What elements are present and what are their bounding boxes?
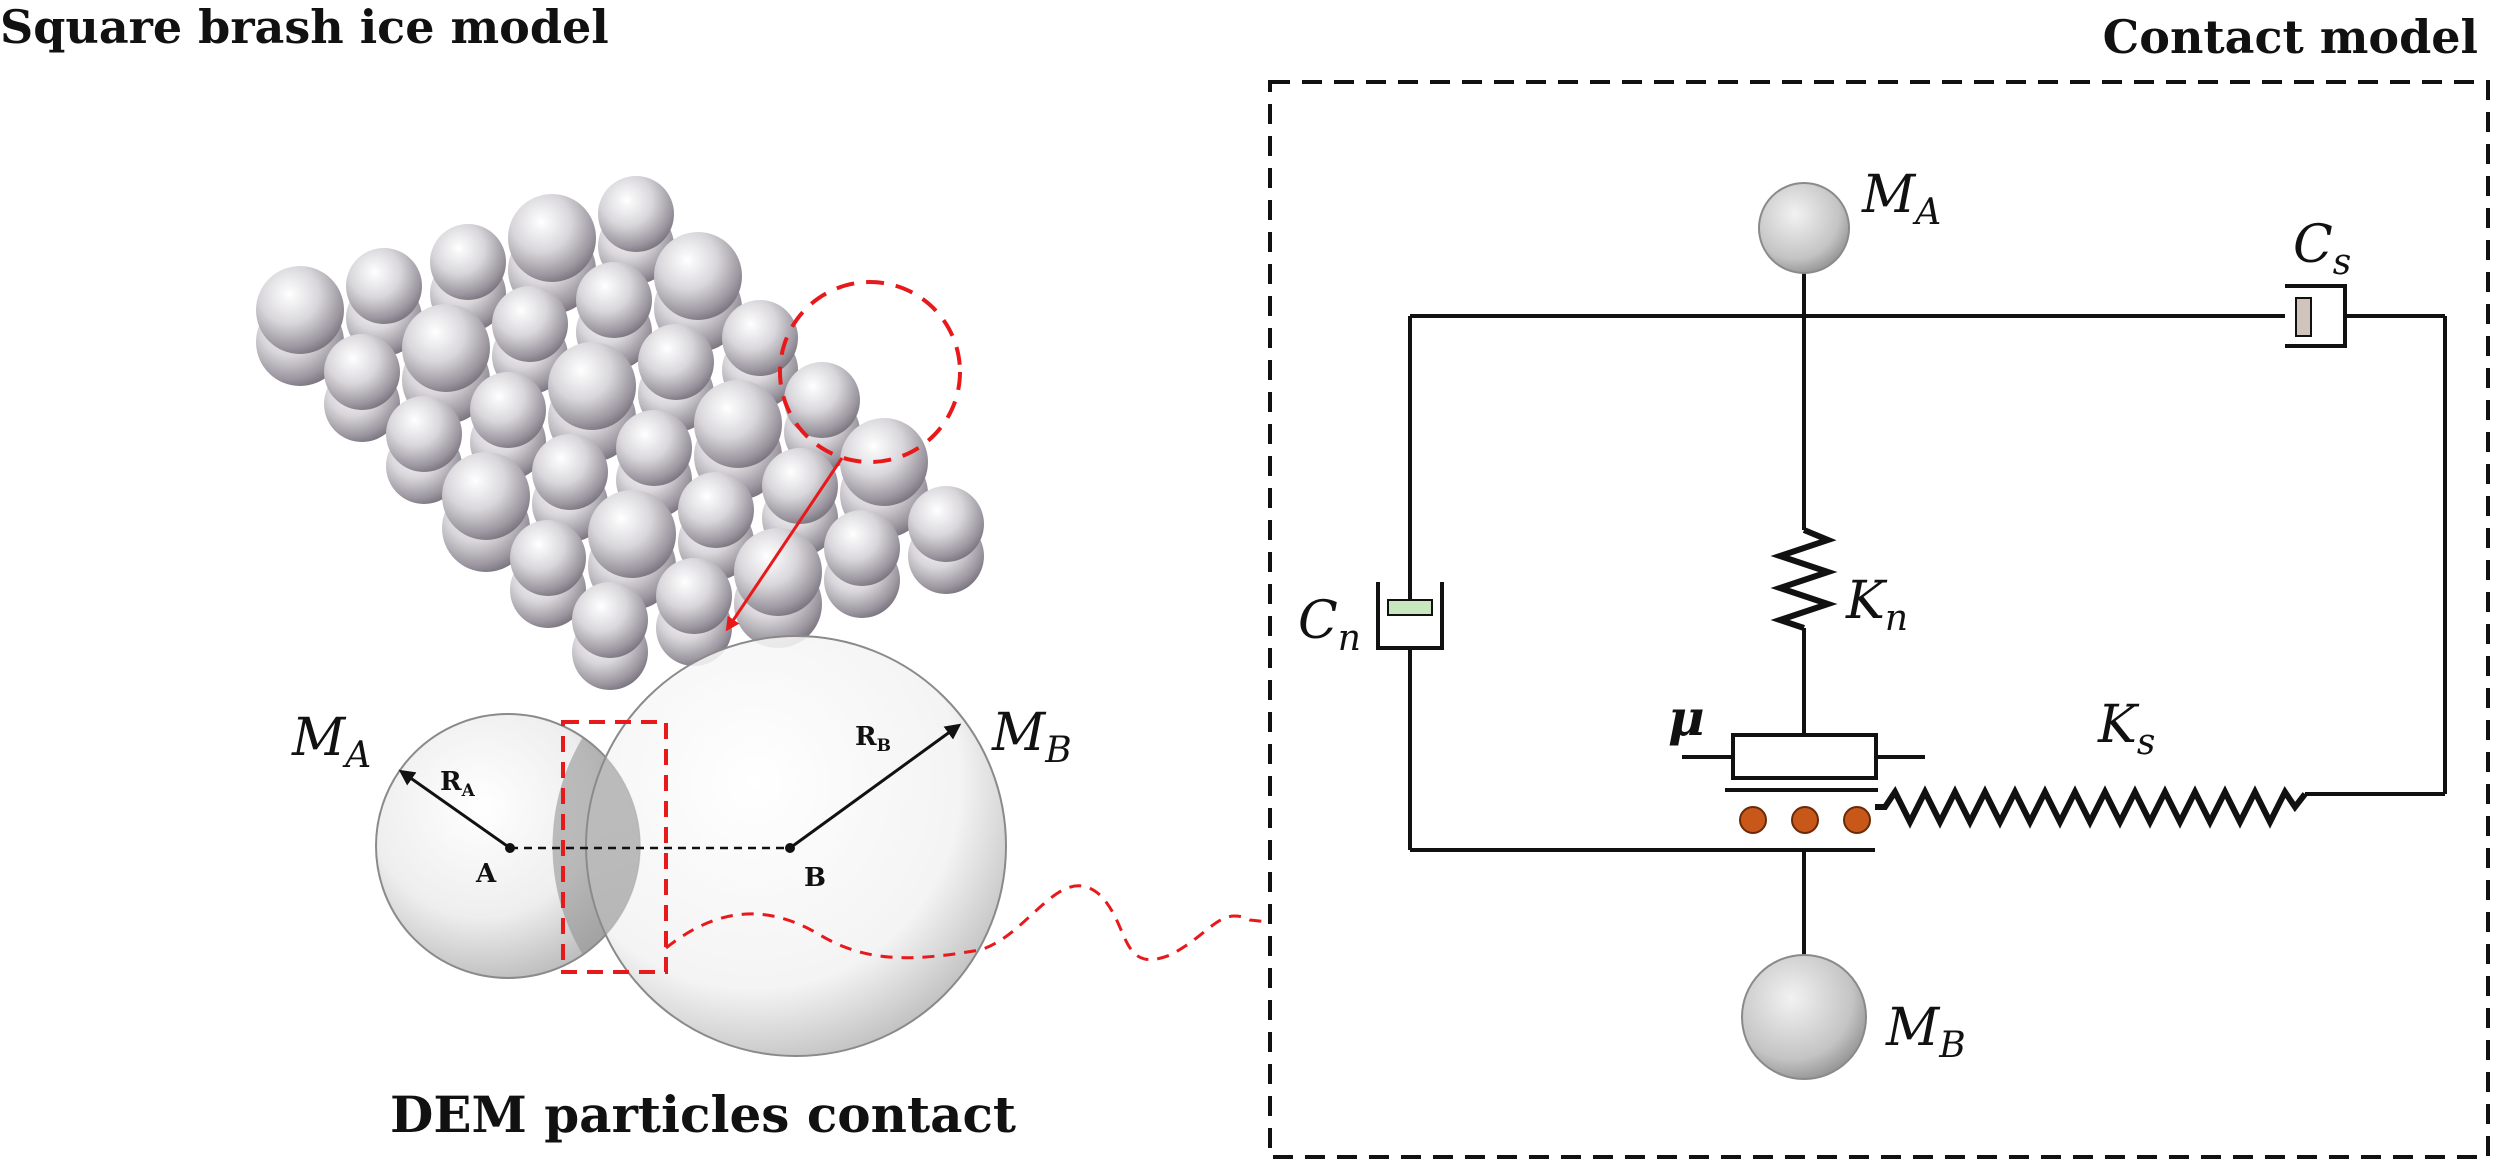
ice-sphere	[722, 300, 798, 376]
zoom-arrow	[725, 457, 844, 632]
ice-sphere	[386, 396, 462, 472]
mass-b-ball	[1741, 954, 1867, 1080]
ice-sphere	[762, 448, 838, 524]
ice-sphere	[470, 372, 546, 448]
ice-sphere	[532, 434, 608, 510]
ice-sphere	[824, 510, 900, 586]
contact-zone-box	[561, 720, 668, 974]
ice-sphere	[908, 486, 984, 562]
particle-b	[585, 635, 1007, 1057]
friction-slider	[1731, 733, 1878, 780]
damper-cs	[2285, 284, 2347, 348]
spring-ks	[1875, 785, 2308, 829]
brash-ice-block-image	[256, 176, 984, 690]
label-center-b: B	[804, 863, 826, 893]
ice-sphere	[694, 380, 782, 468]
ice-sphere	[256, 266, 344, 354]
highlight-circle	[778, 280, 962, 464]
label-ra: RA	[440, 767, 476, 801]
dem-contact-title: DEM particles contact	[390, 1085, 1017, 1144]
ice-sphere	[654, 232, 742, 320]
ice-sphere	[346, 248, 422, 324]
ice-sphere	[588, 490, 676, 578]
label-center-a: A	[475, 859, 497, 889]
radius-b-arrow	[789, 723, 962, 850]
damper-cn	[1376, 582, 1444, 688]
ice-sphere	[784, 362, 860, 438]
ice-sphere	[324, 334, 400, 410]
ice-sphere	[598, 176, 674, 252]
contact-model-frame	[1268, 80, 2490, 1159]
circuit-label-cs: Cs	[2293, 215, 2351, 283]
ice-sphere	[572, 582, 648, 658]
ice-sphere	[430, 224, 506, 300]
ice-sphere	[734, 528, 822, 616]
radius-a-arrow	[398, 769, 511, 850]
ice-model-title: Square brash ice model	[0, 0, 609, 54]
circuit-label-ks: Ks	[2097, 695, 2155, 763]
circuit-label-mu: μ	[1668, 688, 1705, 747]
mass-a-ball	[1758, 182, 1850, 274]
roller-2	[1791, 806, 1819, 834]
ice-sphere	[442, 452, 530, 540]
label-ma: MA	[291, 708, 371, 776]
label-rb: RB	[855, 722, 891, 756]
ice-sphere	[678, 472, 754, 548]
circuit-wires	[1408, 262, 2447, 958]
circuit-label-kn: Kn	[1845, 571, 1908, 639]
ice-sphere	[576, 262, 652, 338]
ice-sphere	[402, 304, 490, 392]
circuit-label-cn: Cn	[1298, 591, 1361, 659]
spring-kn	[1770, 527, 1838, 631]
circuit-label-ma: MA	[1861, 165, 1941, 233]
ice-sphere	[492, 286, 568, 362]
ice-sphere	[656, 558, 732, 634]
ice-sphere	[616, 410, 692, 486]
overlap-region	[552, 737, 641, 955]
roller-1	[1739, 806, 1767, 834]
ice-sphere	[638, 324, 714, 400]
ice-sphere	[548, 342, 636, 430]
ice-sphere	[508, 194, 596, 282]
roller-3	[1843, 806, 1871, 834]
contact-model-title: Contact model	[2102, 10, 2478, 64]
ice-sphere	[510, 520, 586, 596]
circuit-label-mb: MB	[1885, 998, 1966, 1066]
label-mb: MB	[991, 703, 1072, 771]
